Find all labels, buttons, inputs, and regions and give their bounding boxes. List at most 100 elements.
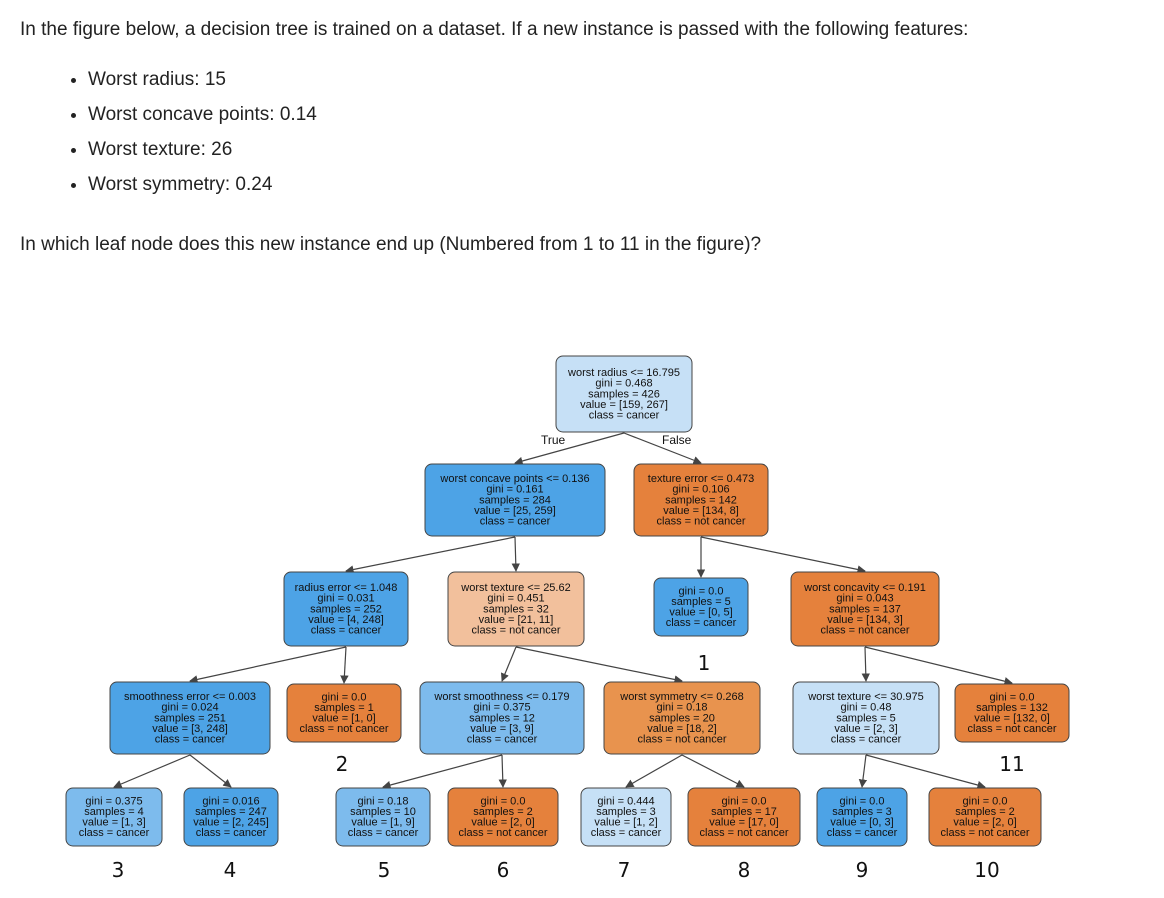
tree-node-text: gini = 0.0 <box>963 795 1008 807</box>
tree-node-text: class = cancer <box>480 516 551 528</box>
tree-node-text: class = not cancer <box>700 827 789 839</box>
tree-node-box <box>109 681 271 755</box>
tree-edge <box>189 754 232 788</box>
tree-node-text: radius error <= 1.048 <box>295 582 398 594</box>
tree-node-text: samples = 252 <box>310 603 382 615</box>
tree-node-text: samples = 5 <box>836 712 896 724</box>
tree-node-text: value = [0, 3] <box>830 817 893 829</box>
tree-node-text: class = not cancer <box>941 827 1030 839</box>
tree-node-text: samples = 3 <box>596 806 656 818</box>
leaf-number: 1 <box>698 651 711 675</box>
tree-node-text: class = cancer <box>827 827 898 839</box>
tree-node-text: gini = 0.468 <box>595 378 652 390</box>
tree-edge <box>700 536 866 574</box>
tree-node-text: value = [134, 8] <box>663 505 739 517</box>
tree-node-text: samples = 5 <box>671 596 731 608</box>
edge-label-true: True <box>541 433 566 447</box>
leaf-number: 9 <box>856 858 869 882</box>
tree-node-box <box>633 463 769 537</box>
tree-edge <box>623 432 702 465</box>
tree-node-text: class = not cancer <box>300 723 389 735</box>
tree-node-text: samples = 4 <box>84 806 144 818</box>
tree-edge <box>382 754 503 790</box>
feature-item: Worst texture: 26 <box>88 138 317 162</box>
tree-edge <box>625 754 683 788</box>
tree-node-text: samples = 142 <box>665 494 737 506</box>
tree-node-text: samples = 426 <box>588 388 660 400</box>
tree-node-text: value = [134, 3] <box>827 614 903 626</box>
tree-node-box <box>555 355 693 433</box>
tree-node-text: smoothness error <= 0.003 <box>124 691 256 703</box>
edge-label-false: False <box>662 433 692 447</box>
tree-edge <box>189 646 347 684</box>
tree-node-text: value = [18, 2] <box>647 723 716 735</box>
tree-edge <box>861 646 870 682</box>
tree-node-text: class = cancer <box>311 625 382 637</box>
tree-node-text: value = [2, 0] <box>471 817 534 829</box>
tree-node-box <box>816 787 908 847</box>
tree-node-text: worst texture <= 30.975 <box>807 691 924 703</box>
tree-node-text: gini = 0.016 <box>202 795 259 807</box>
tree-node-text: value = [4, 248] <box>308 614 384 626</box>
tree-node-text: samples = 12 <box>469 712 535 724</box>
tree-node-text: value = [25, 259] <box>474 505 556 517</box>
tree-node-box <box>419 681 585 755</box>
edges-layer <box>113 432 1013 790</box>
feature-item: Worst symmetry: 0.24 <box>88 173 317 197</box>
tree-node-text: samples = 247 <box>195 806 267 818</box>
tree-node-text: value = [0, 5] <box>669 607 732 619</box>
tree-node-box <box>580 787 672 847</box>
tree-node-text: samples = 20 <box>649 712 715 724</box>
tree-node-text: value = [3, 9] <box>470 723 533 735</box>
tree-node-text: gini = 0.375 <box>473 702 530 714</box>
tree-node-text: samples = 2 <box>473 806 533 818</box>
tree-node-text: worst smoothness <= 0.179 <box>433 691 569 703</box>
tree-node-box <box>687 787 801 847</box>
tree-node-text: class = cancer <box>79 827 150 839</box>
tree-node-text: gini = 0.0 <box>679 585 724 597</box>
tree-node-text: gini = 0.18 <box>656 702 707 714</box>
tree-node-text: value = [21, 11] <box>479 614 554 626</box>
tree-node-text: gini = 0.0 <box>722 795 767 807</box>
leaf-number: 5 <box>378 858 391 882</box>
question-prompt: In which leaf node does this new instanc… <box>20 234 762 255</box>
leaf-number: 8 <box>738 858 751 882</box>
tree-node-text: texture error <= 0.473 <box>648 473 754 485</box>
tree-node-box <box>447 787 559 847</box>
tree-node-text: samples = 1 <box>314 702 374 714</box>
tree-node-text: class = cancer <box>467 734 538 746</box>
tree-node-text: worst concavity <= 0.191 <box>803 582 926 594</box>
leaf-number: 6 <box>497 858 510 882</box>
tree-node-text: worst texture <= 25.62 <box>460 582 570 594</box>
tree-node-text: samples = 284 <box>479 494 551 506</box>
tree-edge <box>345 536 516 574</box>
tree-node-text: gini = 0.0 <box>322 691 367 703</box>
tree-node-box <box>335 787 431 847</box>
tree-edge <box>340 646 349 684</box>
tree-node-box <box>954 683 1070 743</box>
tree-node-text: samples = 3 <box>832 806 892 818</box>
tree-node-box <box>183 787 279 847</box>
leaf-number: 3 <box>112 858 125 882</box>
tree-node-text: samples = 137 <box>829 603 901 615</box>
tree-node-box <box>286 683 402 743</box>
tree-node-text: samples = 132 <box>976 702 1048 714</box>
tree-node-text: class = not cancer <box>459 827 548 839</box>
tree-edge <box>681 754 745 788</box>
tree-node-text: class = cancer <box>591 827 662 839</box>
tree-node-text: samples = 10 <box>350 806 416 818</box>
tree-node-text: class = not cancer <box>657 516 746 528</box>
tree-edge <box>515 646 683 684</box>
tree-node-text: class = cancer <box>155 734 226 746</box>
tree-node-text: gini = 0.0 <box>481 795 526 807</box>
